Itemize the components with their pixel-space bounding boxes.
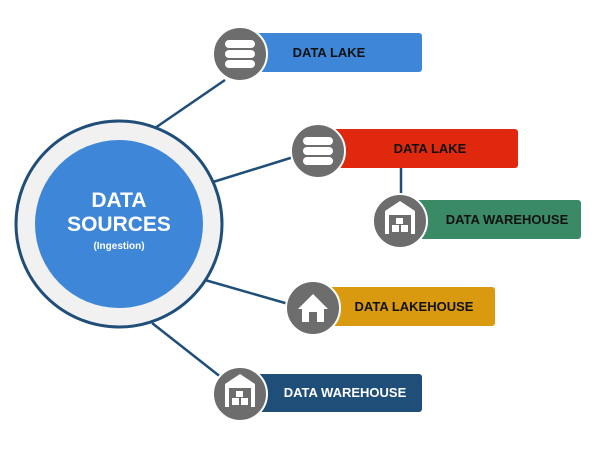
warehouse-icon xyxy=(212,366,268,422)
hub-inner-circle xyxy=(35,140,203,308)
house-icon xyxy=(285,280,341,336)
label-data-warehouse-1: DATA WAREHOUSE xyxy=(446,212,569,227)
label-box-data-lakehouse xyxy=(323,287,495,326)
label-data-warehouse-2: DATA WAREHOUSE xyxy=(284,385,407,400)
node-data-warehouse-2: DATA WAREHOUSE xyxy=(212,366,422,422)
connectors xyxy=(151,78,403,379)
label-data-lake-1: DATA LAKE xyxy=(293,45,366,60)
label-data-lakehouse: DATA LAKEHOUSE xyxy=(355,299,474,314)
hub-data-sources: DATA SOURCES (Ingestion) xyxy=(14,119,224,329)
connector-hub-to-data-warehouse-2 xyxy=(151,322,223,379)
label-data-lake-2: DATA LAKE xyxy=(394,141,467,156)
label-box-data-lake-1 xyxy=(250,33,422,72)
label-box-data-warehouse-1 xyxy=(415,200,581,239)
label-box-data-lake-2 xyxy=(330,129,518,168)
label-box-data-warehouse-2 xyxy=(252,374,422,412)
database-icon xyxy=(290,123,346,179)
node-data-lake-1: DATA LAKE xyxy=(212,26,422,82)
node-data-warehouse-1: DATA WAREHOUSE xyxy=(372,193,581,249)
hub-title-line2: SOURCES xyxy=(67,213,171,236)
node-data-lakehouse: DATA LAKEHOUSE xyxy=(285,280,495,336)
connector-hub-to-data-lake-2 xyxy=(212,153,301,184)
warehouse-icon xyxy=(372,193,428,249)
node-data-lake-2: DATA LAKE xyxy=(290,123,518,179)
connector-hub-to-data-lake-1 xyxy=(154,78,226,130)
database-icon xyxy=(212,26,268,82)
hub-subtitle: (Ingestion) xyxy=(93,241,144,252)
hub-title-line1: DATA xyxy=(91,189,146,212)
connector-hub-to-data-lakehouse xyxy=(204,278,293,307)
